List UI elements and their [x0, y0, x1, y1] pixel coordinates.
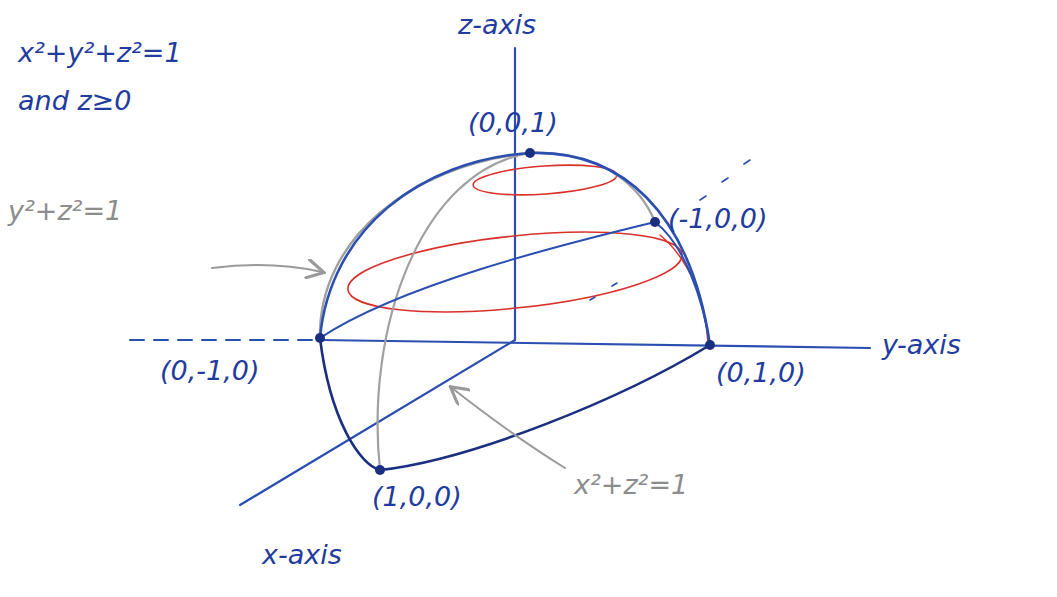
condition-label: and z≥0 [18, 86, 131, 116]
point-label: (-1,0,0) [668, 204, 768, 234]
point-label: (0,1,0) [716, 358, 806, 388]
point-label: (0,0,1) [468, 108, 558, 138]
axis-label: z-axis [458, 10, 536, 40]
equation-label: x²+z²=1 [574, 470, 688, 500]
equation-label: y²+z²=1 [8, 196, 122, 226]
equation-label: x²+y²+z²=1 [18, 38, 182, 68]
axis-label: y-axis [882, 330, 961, 360]
point-label: (0,-1,0) [160, 356, 260, 386]
axis-label: x-axis [262, 540, 342, 570]
point-label: (1,0,0) [372, 482, 462, 512]
